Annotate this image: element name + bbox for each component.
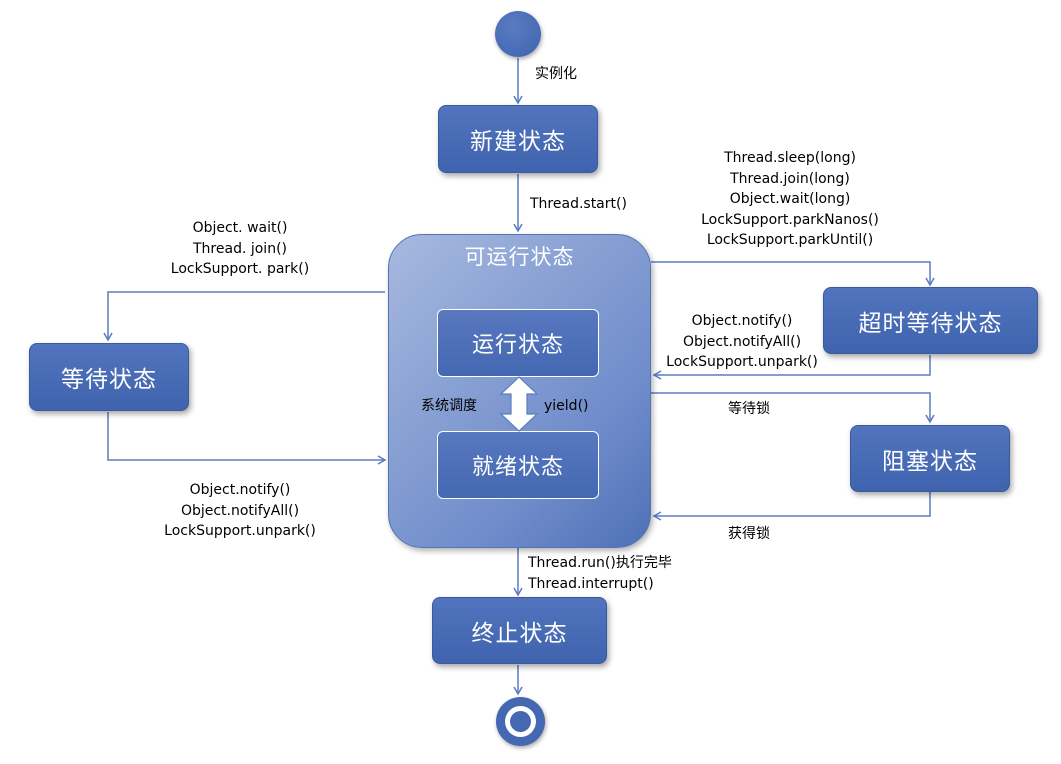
state-waiting-label: 等待状态 xyxy=(61,367,157,393)
schedule-double-arrow xyxy=(499,376,539,432)
label-instantiate: 实例化 xyxy=(535,66,577,82)
label-schedule: 系统调度 xyxy=(421,398,477,414)
arrow-to-timed-waiting xyxy=(651,261,935,287)
state-running-label: 运行状态 xyxy=(471,333,564,358)
arrow-from-timed-waiting xyxy=(652,355,931,380)
label-from-waiting: Object.notify() Object.notifyAll() LockS… xyxy=(164,482,316,539)
label-to-timed-waiting: Thread.sleep(long) Thread.join(long) Obj… xyxy=(701,150,879,248)
state-blocked-label: 阻塞状态 xyxy=(882,448,978,475)
state-new: 新建状态 xyxy=(438,105,598,173)
arrow-acquire-lock xyxy=(652,492,931,521)
label-from-timed-waiting: Object.notify() Object.notifyAll() LockS… xyxy=(666,313,818,370)
label-wait-lock: 等待锁 xyxy=(728,401,770,417)
state-ready-label: 就绪状态 xyxy=(471,455,564,480)
state-runnable-label: 可运行状态 xyxy=(464,245,575,269)
state-new-label: 新建状态 xyxy=(470,129,566,155)
state-terminated: 终止状态 xyxy=(432,597,607,664)
initial-state-node xyxy=(495,11,541,57)
arrow-to-waiting xyxy=(103,291,385,342)
arrow-from-waiting xyxy=(107,412,387,465)
state-running: 运行状态 xyxy=(437,309,599,377)
state-waiting: 等待状态 xyxy=(29,343,189,411)
state-terminated-label: 终止状态 xyxy=(471,620,568,647)
label-to-waiting: Object. wait() Thread. join() LockSuppor… xyxy=(170,220,310,277)
state-ready: 就绪状态 xyxy=(437,431,599,499)
state-timed-waiting: 超时等待状态 xyxy=(823,287,1038,354)
state-timed-waiting-label: 超时等待状态 xyxy=(858,310,1003,337)
final-state-node xyxy=(496,697,545,746)
state-blocked: 阻塞状态 xyxy=(850,425,1010,492)
label-start: Thread.start() xyxy=(530,196,627,212)
label-yield: yield() xyxy=(544,398,589,414)
arrow-wait-lock xyxy=(651,392,935,424)
label-terminate: Thread.run()执行完毕 Thread.interrupt() xyxy=(528,555,672,592)
label-acquire-lock: 获得锁 xyxy=(728,526,770,542)
